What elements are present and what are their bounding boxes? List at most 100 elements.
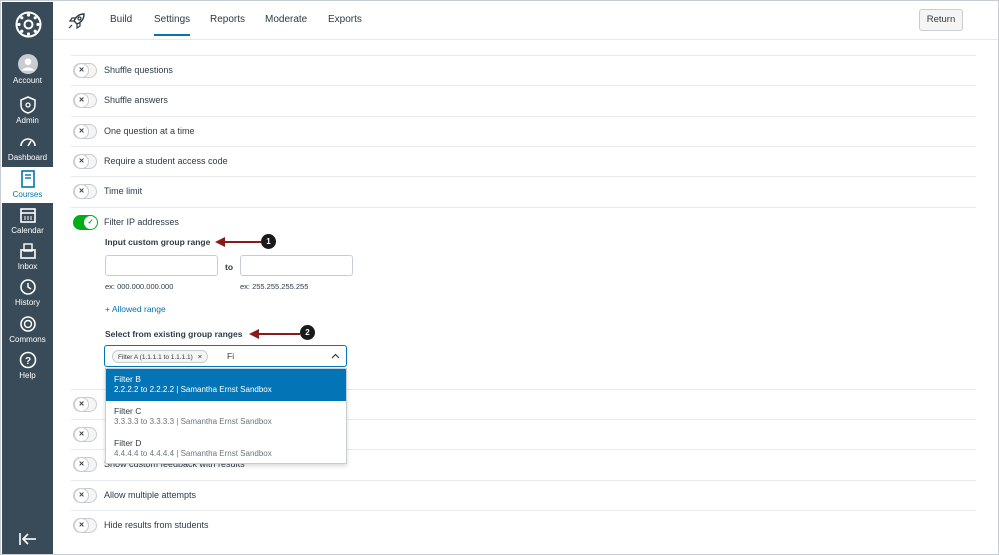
nav-item-admin[interactable]: Admin bbox=[2, 96, 53, 128]
quiz-top-bar: Build Settings Reports Moderate Exports … bbox=[53, 2, 998, 40]
setting-row-one-question: ✕ One question at a time bbox=[71, 116, 976, 147]
nav-item-dashboard[interactable]: Dashboard bbox=[2, 133, 53, 165]
callout-line-2 bbox=[257, 333, 300, 335]
calendar-icon bbox=[19, 208, 36, 223]
setting-label: Allow multiple attempts bbox=[104, 490, 197, 500]
callout-arrow-2 bbox=[249, 329, 259, 339]
dashboard-icon bbox=[19, 138, 36, 147]
ip-range-to-input[interactable] bbox=[240, 255, 353, 276]
callout-line-1 bbox=[223, 241, 261, 243]
option-name: Filter B bbox=[114, 374, 141, 384]
svg-text:?: ? bbox=[24, 356, 30, 367]
nav-item-label: Courses bbox=[12, 190, 43, 199]
toggle-switch[interactable]: ✕ bbox=[73, 457, 97, 472]
toggle-switch[interactable]: ✕ bbox=[73, 397, 97, 412]
courses-icon bbox=[20, 170, 35, 188]
setting-row-custom-feedback: ✕ Show custom feedback with results bbox=[71, 449, 976, 480]
history-icon bbox=[19, 279, 36, 295]
toggle-switch[interactable]: ✕ bbox=[73, 93, 97, 108]
nav-item-history[interactable]: History bbox=[2, 278, 53, 310]
nav-item-label: History bbox=[15, 298, 40, 307]
ip-range-from-input[interactable] bbox=[105, 255, 218, 276]
close-icon: ✕ bbox=[74, 184, 89, 199]
nav-item-commons[interactable]: Commons bbox=[2, 315, 53, 347]
chip-label: Filter A (1.1.1.1 to 1.1.1.1) bbox=[118, 354, 193, 361]
callout-badge-1: 1 bbox=[261, 234, 276, 249]
nav-item-courses[interactable]: Courses bbox=[2, 167, 53, 203]
tab-settings[interactable]: Settings bbox=[154, 14, 191, 36]
setting-label: One question at a time bbox=[104, 126, 195, 136]
commons-icon bbox=[19, 316, 36, 332]
toggle-switch[interactable]: ✕ bbox=[73, 427, 97, 442]
rocket-icon bbox=[68, 13, 85, 30]
select-search-text[interactable]: Fi bbox=[227, 351, 235, 361]
nav-item-label: Account bbox=[13, 76, 42, 85]
collapse-nav-icon[interactable] bbox=[19, 532, 37, 546]
help-icon: ? bbox=[19, 351, 36, 369]
setting-row-shuffle-answers: ✕ Shuffle answers bbox=[71, 85, 976, 116]
close-icon: ✕ bbox=[74, 124, 89, 139]
nav-item-account[interactable]: Account bbox=[2, 54, 53, 90]
chevron-up-icon[interactable] bbox=[331, 352, 340, 361]
option-filter-b[interactable]: Filter B 2.2.2.2 to 2.2.2.2 | Samantha E… bbox=[106, 369, 346, 401]
allowed-range-link[interactable]: + Allowed range bbox=[105, 304, 166, 314]
toggle-switch[interactable]: ✓ bbox=[73, 215, 98, 230]
check-icon: ✓ bbox=[83, 215, 98, 230]
nav-item-label: Inbox bbox=[17, 262, 38, 271]
toggle-switch[interactable]: ✕ bbox=[73, 184, 97, 199]
nav-item-label: Help bbox=[19, 371, 36, 380]
canvas-logo-icon[interactable] bbox=[15, 11, 42, 38]
selected-filter-chip: Filter A (1.1.1.1 to 1.1.1.1) × bbox=[112, 350, 209, 363]
close-icon: ✕ bbox=[74, 457, 89, 472]
nav-item-inbox[interactable]: Inbox bbox=[2, 242, 53, 274]
close-icon: ✕ bbox=[74, 518, 89, 533]
callout-arrow-1 bbox=[215, 237, 225, 247]
setting-label: Hide results from students bbox=[104, 520, 209, 530]
setting-row-access-code: ✕ Require a student access code bbox=[71, 146, 976, 177]
close-icon: ✕ bbox=[74, 154, 89, 169]
existing-ranges-title: Select from existing group ranges bbox=[105, 329, 243, 339]
option-detail: 3.3.3.3 to 3.3.3.3 | Samantha Ernst Sand… bbox=[114, 417, 272, 426]
setting-label: Show custom feedback with results bbox=[104, 459, 245, 469]
option-name: Filter D bbox=[114, 438, 142, 448]
option-detail: 2.2.2.2 to 2.2.2.2 | Samantha Ernst Sand… bbox=[114, 385, 272, 394]
toggle-switch[interactable]: ✕ bbox=[73, 63, 97, 78]
setting-row-multiple-attempts: ✕ Allow multiple attempts bbox=[71, 480, 976, 511]
setting-label: Filter IP addresses bbox=[104, 217, 179, 227]
callout-badge-2: 2 bbox=[300, 325, 315, 340]
option-filter-d[interactable]: Filter D 4.4.4.4 to 4.4.4.4 | Samantha E… bbox=[106, 433, 346, 465]
from-hint: ex: 000.000.000.000 bbox=[105, 282, 174, 291]
setting-label: Shuffle answers bbox=[104, 95, 168, 105]
return-button[interactable]: Return bbox=[919, 9, 963, 31]
inbox-icon bbox=[19, 243, 36, 259]
setting-row-filter-ip: ✓ Filter IP addresses bbox=[71, 207, 976, 389]
to-hint: ex: 255.255.255.255 bbox=[240, 282, 309, 291]
option-detail: 4.4.4.4 to 4.4.4.4 | Samantha Ernst Sand… bbox=[114, 449, 272, 458]
custom-range-title: Input custom group range bbox=[105, 237, 211, 247]
tab-reports[interactable]: Reports bbox=[210, 14, 246, 25]
tab-moderate[interactable]: Moderate bbox=[265, 14, 308, 25]
group-range-select[interactable]: Filter A (1.1.1.1 to 1.1.1.1) × Fi bbox=[104, 345, 347, 367]
close-icon: ✕ bbox=[74, 93, 89, 108]
setting-label: Require a student access code bbox=[104, 156, 228, 166]
toggle-switch[interactable]: ✕ bbox=[73, 488, 97, 503]
account-icon bbox=[17, 54, 38, 74]
nav-item-label: Calendar bbox=[11, 226, 44, 235]
toggle-switch[interactable]: ✕ bbox=[73, 518, 97, 533]
nav-item-help[interactable]: ? Help bbox=[2, 351, 53, 383]
nav-item-label: Dashboard bbox=[7, 153, 48, 162]
toggle-switch[interactable]: ✕ bbox=[73, 154, 97, 169]
nav-item-calendar[interactable]: Calendar bbox=[2, 206, 53, 238]
remove-chip-icon[interactable]: × bbox=[197, 352, 203, 361]
global-navigation: Account Admin Dashboard Courses Calendar… bbox=[2, 2, 53, 554]
to-label: to bbox=[225, 262, 234, 272]
tab-exports[interactable]: Exports bbox=[328, 14, 362, 25]
tab-build[interactable]: Build bbox=[110, 14, 133, 25]
close-icon: ✕ bbox=[74, 427, 89, 442]
setting-row-time-limit: ✕ Time limit bbox=[71, 176, 976, 207]
close-icon: ✕ bbox=[74, 397, 89, 412]
option-filter-c[interactable]: Filter C 3.3.3.3 to 3.3.3.3 | Samantha E… bbox=[106, 401, 346, 433]
close-icon: ✕ bbox=[74, 488, 89, 503]
toggle-switch[interactable]: ✕ bbox=[73, 124, 97, 139]
